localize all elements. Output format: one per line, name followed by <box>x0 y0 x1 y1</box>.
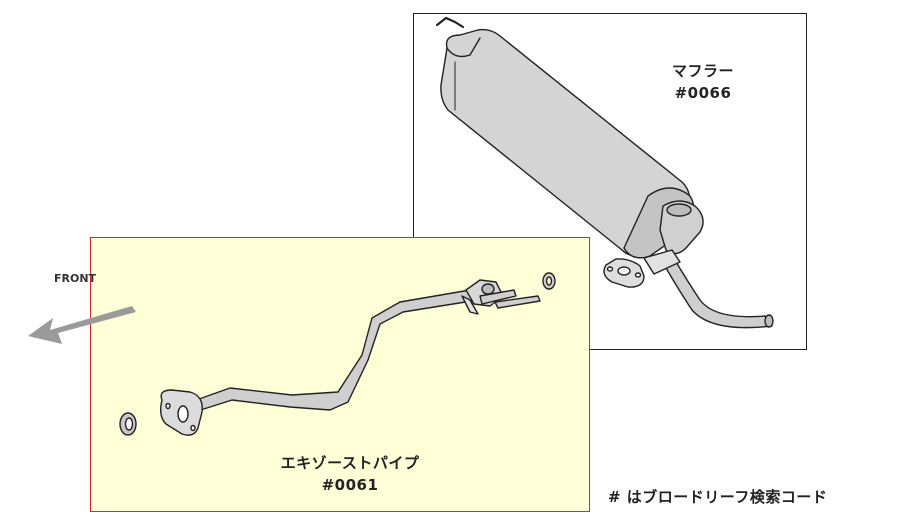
exhaust-pipe-name: エキゾーストパイプ <box>280 454 420 472</box>
muffler-name: マフラー <box>671 62 734 80</box>
exhaust-pipe-panel <box>90 237 590 512</box>
front-label: FRONT <box>54 272 97 285</box>
muffler-hanger <box>435 16 465 29</box>
exhaust-pipe-body <box>184 289 479 415</box>
exhaust-pipe-code: #0061 <box>321 476 379 494</box>
front-arrow <box>28 306 136 344</box>
muffler-tail-pipe <box>665 261 773 329</box>
exhaust-pipe-label: エキゾーストパイプ #0061 <box>250 452 450 496</box>
search-code-footnote: # はブロードリーフ検索コード <box>608 488 828 506</box>
muffler-bracket <box>643 249 681 275</box>
exhaust-pipe-drawing <box>119 272 556 436</box>
muffler-code: #0066 <box>674 84 732 102</box>
muffler-drawing <box>435 16 774 329</box>
muffler-label: マフラー #0066 <box>648 60 758 104</box>
